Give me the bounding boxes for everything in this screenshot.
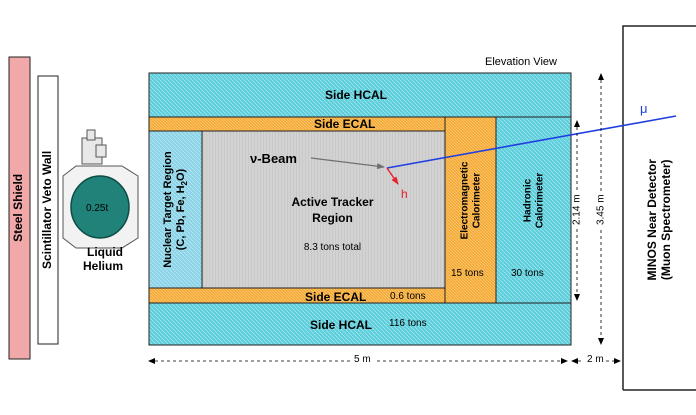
nuclear-target-label: Nuclear Target Region (C, Pb, Fe, H2O) <box>162 151 189 268</box>
side-ecal-top <box>148 116 446 132</box>
minos-near-detector-label: MINOS Near Detector(Muon Spectrometer) <box>645 159 673 281</box>
active-tracker-label-line2: Region <box>312 211 353 225</box>
dimension-345m-label: 3.45 m <box>595 192 607 228</box>
minos-near-detector <box>622 25 696 390</box>
active-tracker-label-line1: Active Tracker <box>291 195 374 209</box>
scintillator-veto-wall-label: Scintillator Veto Wall <box>40 150 55 270</box>
dimension-2m-label: 2 m <box>585 354 606 365</box>
side-hcal-top <box>148 72 572 118</box>
active-tracker-mass: 8.3 tons total <box>303 242 362 253</box>
beam-arrow <box>310 157 385 170</box>
liquid-label: Liquid <box>87 245 123 259</box>
dimension-5m-label: 5 m <box>351 354 374 365</box>
side-ecal-bottom-label: Side ECAL <box>305 290 367 304</box>
side-ecal-mass: 0.6 tons <box>390 291 426 302</box>
elevation-view-label: Elevation View <box>485 56 557 68</box>
active-tracker-region <box>201 130 446 289</box>
hadronic-calorimeter-mass: 30 tons <box>511 268 544 279</box>
steel-shield <box>8 56 31 360</box>
hadron-label: h <box>401 187 408 201</box>
side-ecal-top-label: Side ECAL <box>314 117 376 131</box>
scintillator-veto-wall <box>37 75 59 345</box>
beam-label: ν-Beam <box>250 151 297 166</box>
muon-label: μ <box>640 101 648 116</box>
helium-cryostat <box>62 129 139 249</box>
steel-shield-label: Steel Shield <box>11 173 26 243</box>
side-hcal-bottom <box>148 302 572 346</box>
dimension-214m-label: 2.14 m <box>571 192 583 228</box>
muon-track <box>386 115 677 169</box>
em-calorimeter-mass: 15 tons <box>451 268 484 279</box>
electromagnetic-calorimeter <box>444 116 497 304</box>
hadron-track <box>386 167 399 185</box>
helium-label: Helium <box>83 259 124 273</box>
side-hcal-top-label: Side HCAL <box>325 88 388 102</box>
helium-mass-label: 0.25t <box>86 203 109 214</box>
hadronic-calorimeter <box>495 116 572 304</box>
side-hcal-mass: 116 tons <box>389 318 427 329</box>
side-hcal-bottom-label: Side HCAL <box>310 318 373 332</box>
